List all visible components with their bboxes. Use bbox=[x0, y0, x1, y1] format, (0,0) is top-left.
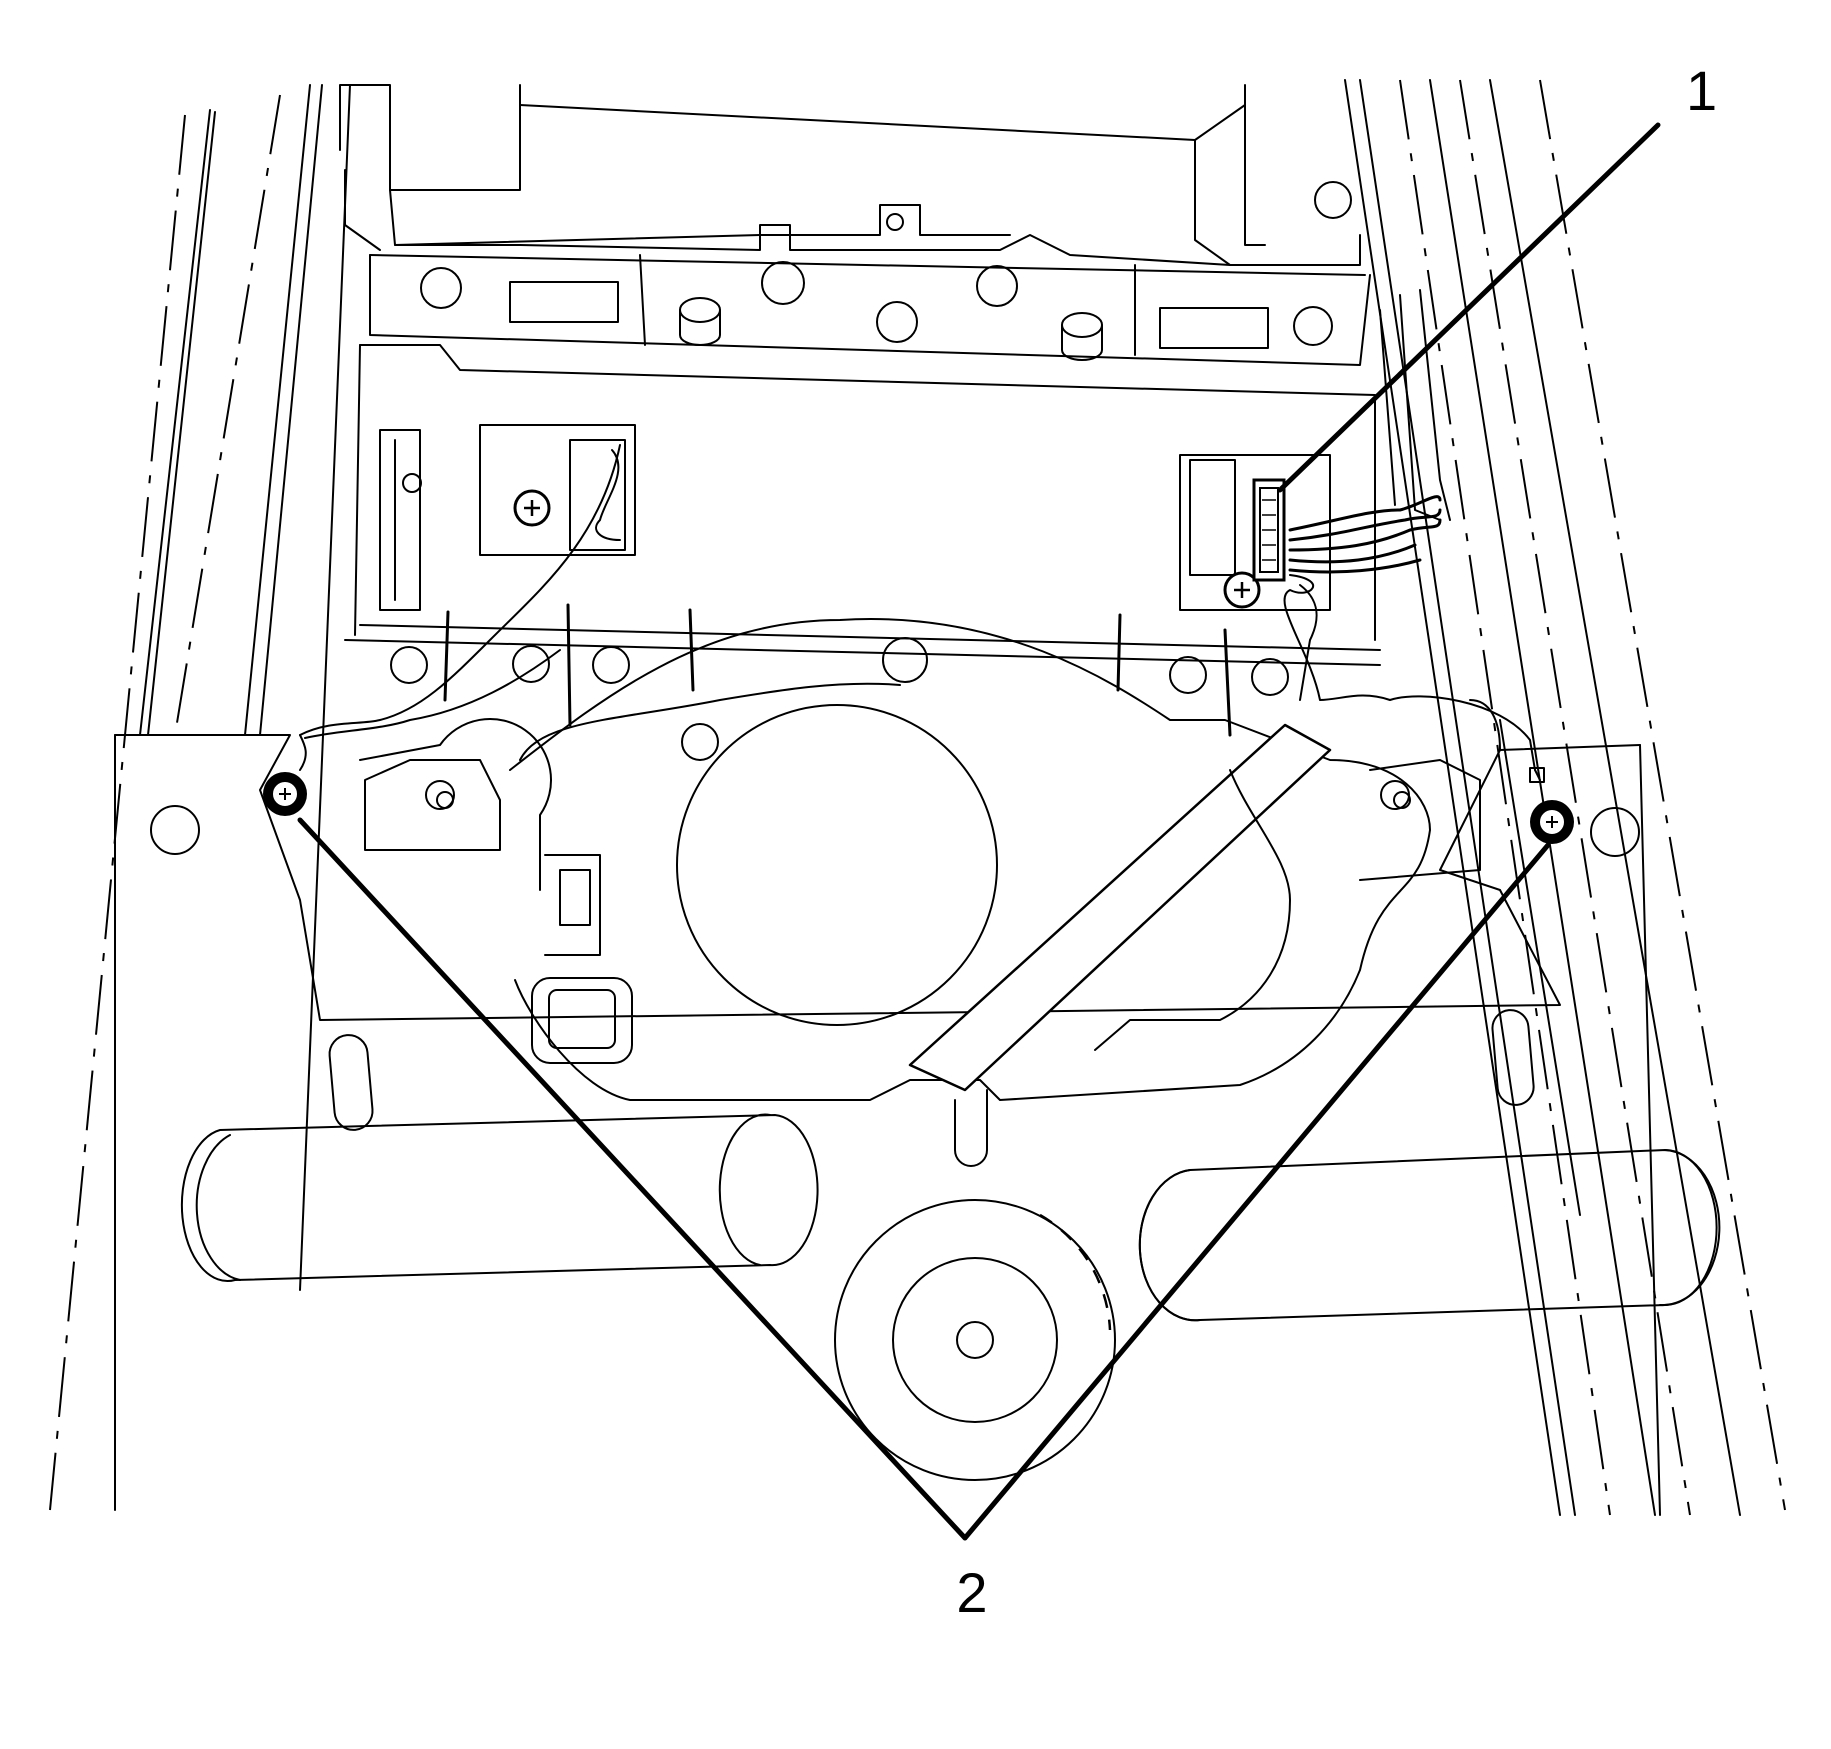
callout-2-leaders bbox=[297, 817, 1551, 1541]
callout-1-leader bbox=[1277, 122, 1661, 493]
right-ground-screw bbox=[1529, 767, 1574, 844]
right-roller bbox=[1138, 1149, 1721, 1322]
diagonal-support-bar bbox=[908, 723, 1332, 1092]
left-roller bbox=[180, 1113, 819, 1283]
wire-harness bbox=[299, 289, 1536, 771]
upper-cross-member bbox=[339, 84, 1371, 366]
harness-clip-screw-left bbox=[513, 489, 551, 527]
pivot-disc bbox=[834, 1199, 1116, 1481]
motor-housing bbox=[359, 618, 1481, 1167]
callout-1-label: 1 bbox=[1686, 59, 1717, 122]
harness-clip-screw-right bbox=[1223, 571, 1261, 609]
lower-base-plate bbox=[114, 734, 1661, 1516]
left-seat-rail bbox=[49, 84, 351, 1511]
left-ground-screw bbox=[263, 734, 307, 816]
right-seat-rail bbox=[1344, 79, 1786, 1516]
seat-pan-plate bbox=[344, 344, 1381, 737]
callout-2-label: 2 bbox=[956, 1561, 987, 1624]
electrical-connector-icon bbox=[1252, 478, 1286, 582]
